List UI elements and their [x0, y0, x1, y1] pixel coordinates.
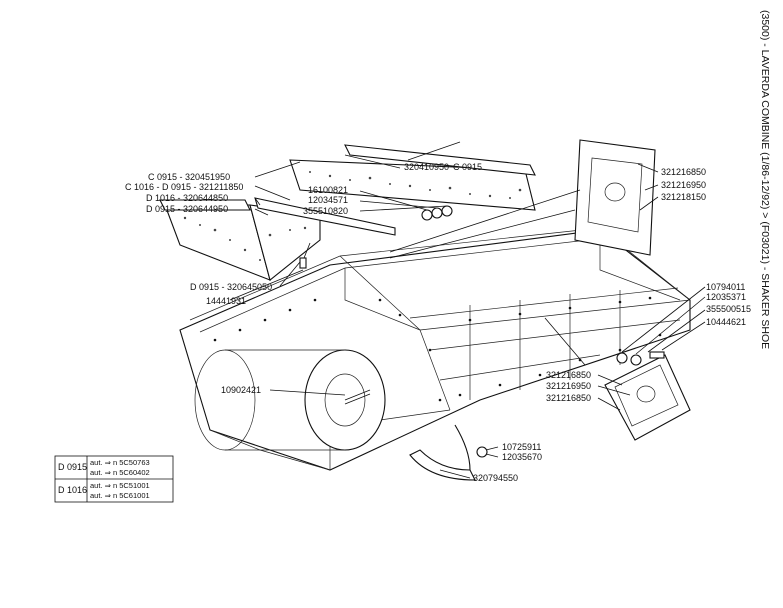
label-c0915: C 0915 — [453, 162, 482, 172]
label-12035371: 12035371 — [706, 292, 746, 302]
label-321216950-b: 321216950 — [546, 381, 591, 391]
serial-line-4: aut. ⇒ n 5C61001 — [90, 491, 150, 500]
label-320644950: D 0915 - 320644950 — [146, 204, 228, 214]
label-355510820: 355510820 — [303, 206, 348, 216]
serial-line-2: aut. ⇒ n 5C60402 — [90, 468, 150, 477]
label-355500515: 355500515 — [706, 304, 751, 314]
label-320451950: C 0915 - 320451950 — [148, 172, 230, 182]
label-10794011: 10794011 — [706, 282, 745, 292]
label-12034571: 12034571 — [308, 195, 348, 205]
label-321216850-b: 321216850 — [546, 370, 591, 380]
part-labels: 320410950 C 0915 C 0915 - 320451950 C 10… — [125, 162, 751, 483]
sieve-rail-upper — [289, 144, 536, 211]
label-10725911: 10725911 — [502, 442, 541, 452]
label-321216850-a: 321216850 — [661, 167, 706, 177]
page-title: (3500) - LAVERDA COMBINE (1/86-12/92) > … — [759, 10, 771, 349]
shaker-shoe-frame — [179, 227, 691, 471]
serial-model-d0915: D 0915 — [58, 462, 87, 472]
label-14441931: 14441931 — [206, 296, 246, 306]
label-16100821: 16100821 — [308, 185, 348, 195]
serial-line-3: aut. ⇒ n 5C51001 — [90, 481, 150, 490]
label-320645050: D 0915 - 320645050 — [190, 282, 272, 292]
label-321211850: C 1016 - D 0915 - 321211850 — [125, 182, 243, 192]
label-10444621: 10444621 — [706, 317, 746, 327]
label-321218150: 321218150 — [661, 192, 706, 202]
side-plate-upper-right — [574, 139, 656, 256]
label-12035670: 12035670 — [502, 452, 542, 462]
side-plate-lower-right — [604, 351, 691, 441]
label-10902421: 10902421 — [221, 385, 261, 395]
label-321216950-a: 321216950 — [661, 180, 706, 190]
label-320410950: 320410950 — [404, 162, 449, 172]
leader-lines — [229, 141, 706, 479]
label-320644850: D 1016 - 320644850 — [146, 193, 228, 203]
serial-number-table: D 0915 aut. ⇒ n 5C50763 aut. ⇒ n 5C60402… — [54, 455, 174, 503]
serial-line-1: aut. ⇒ n 5C50763 — [90, 458, 150, 467]
curved-strap — [409, 424, 488, 481]
label-321216850-c: 321216850 — [546, 393, 591, 403]
serial-model-d1016: D 1016 — [58, 485, 87, 495]
bolt-washer-set-upper — [299, 205, 453, 269]
label-320794550: 320794550 — [473, 473, 518, 483]
sieve-rail-lower — [159, 197, 396, 281]
